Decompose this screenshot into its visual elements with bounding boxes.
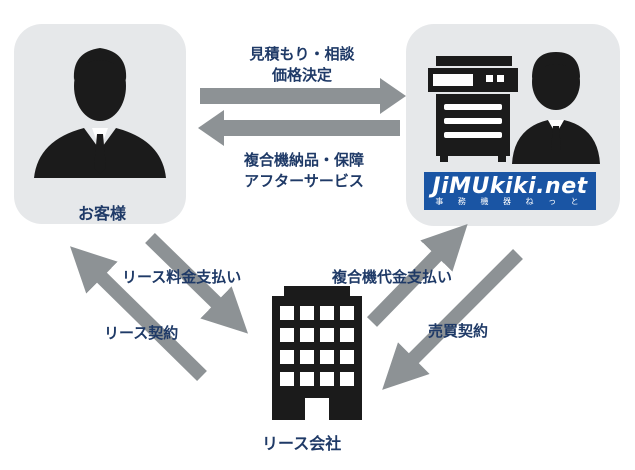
quote-label-line1: 見積もり・相談 [249,45,355,63]
jimukiki-logo: JiMUkiki.net 事 務 機 器 ね っ と [424,172,596,210]
sales-contract-label: 売買契約 [428,322,489,340]
staff-person-icon [512,52,600,164]
leasing-company-label: リース会社 [262,434,342,453]
arrow-right-quote [200,78,406,114]
lease-contract-label: リース契約 [104,324,179,342]
arrow-sales-contract [382,249,523,390]
customer-person-icon [34,48,166,178]
delivery-label: 複合機納品・保障 アフターサービス [214,150,394,192]
lease-fee-label: リース料金支払い [122,268,242,286]
copier-payment-label: 複合機代金支払い [332,268,453,286]
delivery-label-line1: 複合機納品・保障 [243,151,364,169]
arrow-lease-fee [145,232,249,334]
arrow-copier-payment [366,223,468,327]
building-icon [272,286,362,420]
arrow-left-delivery [198,110,400,146]
arrow-lease-contract [70,246,207,381]
copier-icon [428,56,518,162]
quote-label: 見積もり・相談 価格決定 [222,44,382,86]
delivery-label-line2: アフターサービス [244,172,364,190]
quote-label-line2: 価格決定 [271,66,332,84]
customer-label: お客様 [78,204,127,223]
